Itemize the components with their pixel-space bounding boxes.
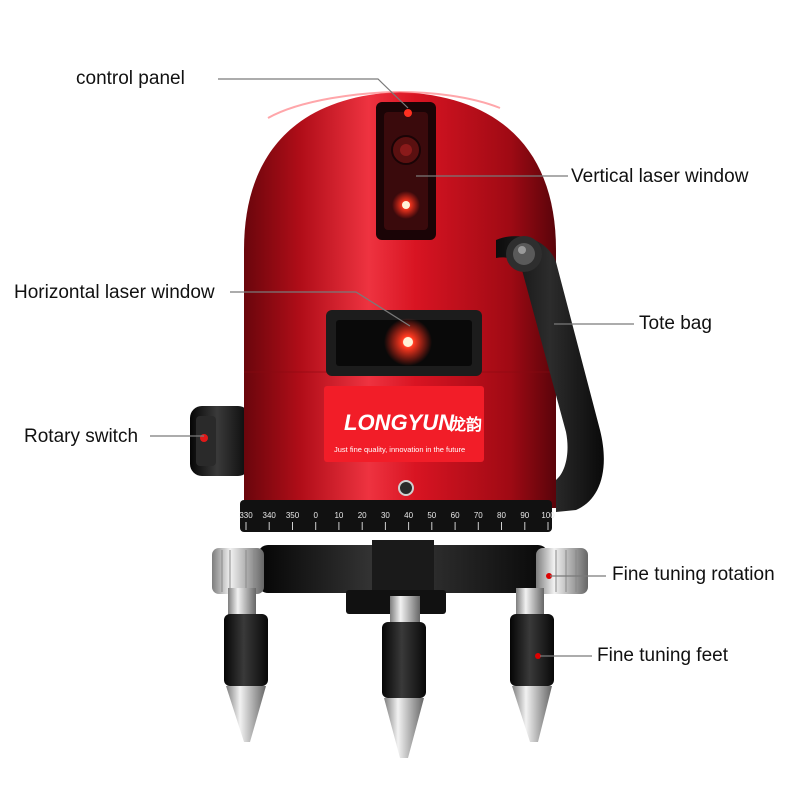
scale-tick-label: 30: [381, 511, 390, 520]
fine-tuning-foot-right: [510, 588, 554, 742]
callout-control-panel: control panel: [76, 68, 185, 89]
brand-name: LONGYUN: [344, 410, 455, 435]
scale-tick-label: 330: [239, 511, 253, 520]
rotary-switch: [190, 406, 250, 476]
scale-tick-label: 100: [541, 511, 555, 520]
brand-name-cn: 龙韵: [449, 415, 482, 434]
scale-tick-label: 350: [286, 511, 300, 520]
callout-horizontal-laser-window: Horizontal laser window: [14, 282, 215, 303]
fine-tuning-rotation-knob: [212, 548, 588, 594]
degree-scale: 330 340 350 0 10 20 30 40 50 60 70 80 90 100: [239, 511, 555, 530]
scale-tick-label: 10: [334, 511, 343, 520]
scale-tick-label: 0: [313, 511, 318, 520]
tote-bag-strap: [496, 236, 604, 512]
callout-rotary-switch: Rotary switch: [24, 426, 139, 447]
callout-fine-tuning-rotation: Fine tuning rotation: [612, 564, 775, 585]
brand-label: LONGYUN 龙韵 Just fine quality, innovation…: [324, 386, 484, 462]
callout-tote-bag: Tote bag: [639, 313, 712, 334]
scale-tick-label: 80: [497, 511, 506, 520]
callout-fine-tuning-feet: Fine tuning feet: [597, 645, 728, 666]
screw: [398, 480, 414, 496]
fine-tuning-foot-left: [224, 588, 268, 742]
callout-vertical-laser-window: Vertical laser window: [571, 166, 749, 187]
vertical-laser-window: [376, 102, 436, 240]
scale-tick-label: 70: [474, 511, 483, 520]
scale-tick-label: 340: [263, 511, 277, 520]
scale-tick-label: 90: [520, 511, 529, 520]
scale-tick-label: 60: [451, 511, 460, 520]
scale-tick-label: 40: [404, 511, 413, 520]
base-platform: [258, 540, 548, 614]
scale-tick-label: 20: [358, 511, 367, 520]
scale-tick-label: 50: [427, 511, 436, 520]
callout-leaders: [150, 78, 634, 657]
horizontal-laser-window: [326, 310, 482, 376]
brand-slogan: Just fine quality, innovation in the fut…: [334, 445, 465, 454]
fine-tuning-foot-center: [382, 596, 426, 758]
